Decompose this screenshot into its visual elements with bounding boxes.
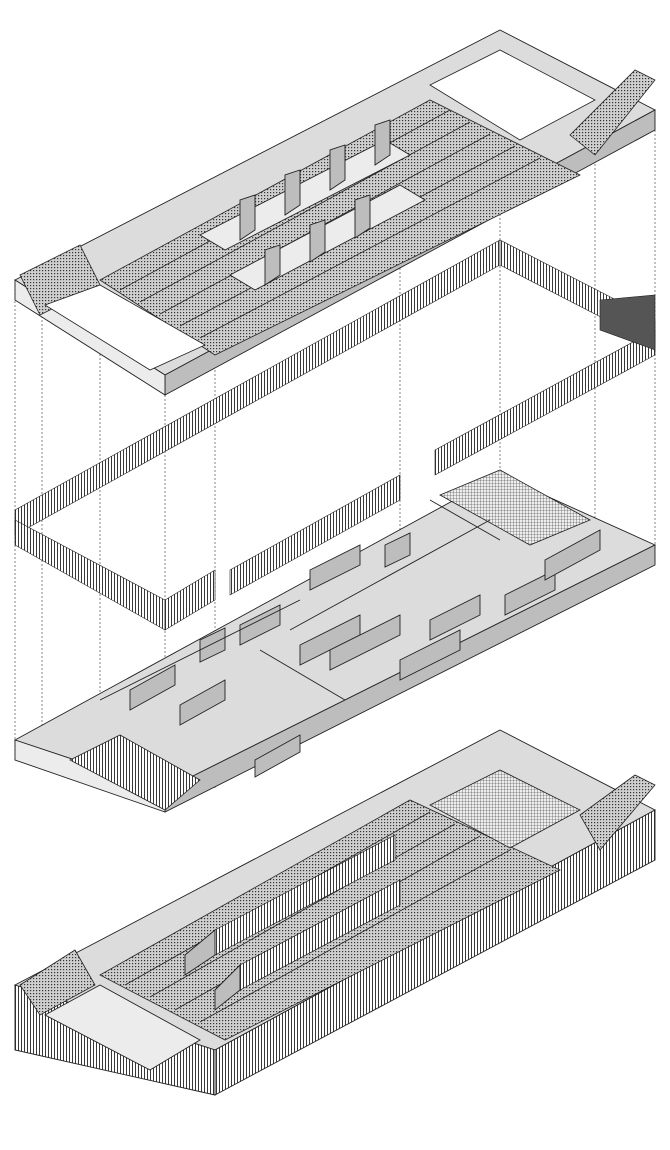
roof-left-opening [44, 284, 206, 371]
building-right-ramp [579, 774, 656, 851]
roof-right-opening [429, 49, 596, 141]
facade-strip [434, 329, 656, 476]
roof-layer [14, 29, 656, 396]
interior-walls [99, 499, 601, 778]
floor-stair-right [439, 469, 591, 546]
floor-plan-layer [13, 469, 657, 813]
facade-strip [229, 474, 401, 596]
building-clerestories [184, 834, 401, 1011]
floor-stair-left [69, 734, 201, 811]
facade-strip [14, 519, 166, 631]
facade-strip [164, 569, 216, 631]
building-entrance-terrace [44, 984, 201, 1071]
building-courtyard [429, 769, 581, 849]
building-left-ramp [19, 949, 96, 1016]
facade-layer [14, 239, 656, 631]
assembled-building [13, 729, 656, 1096]
roof-right-ramp [569, 69, 656, 156]
facade-strip [599, 294, 656, 351]
roof-skylights [199, 119, 426, 291]
